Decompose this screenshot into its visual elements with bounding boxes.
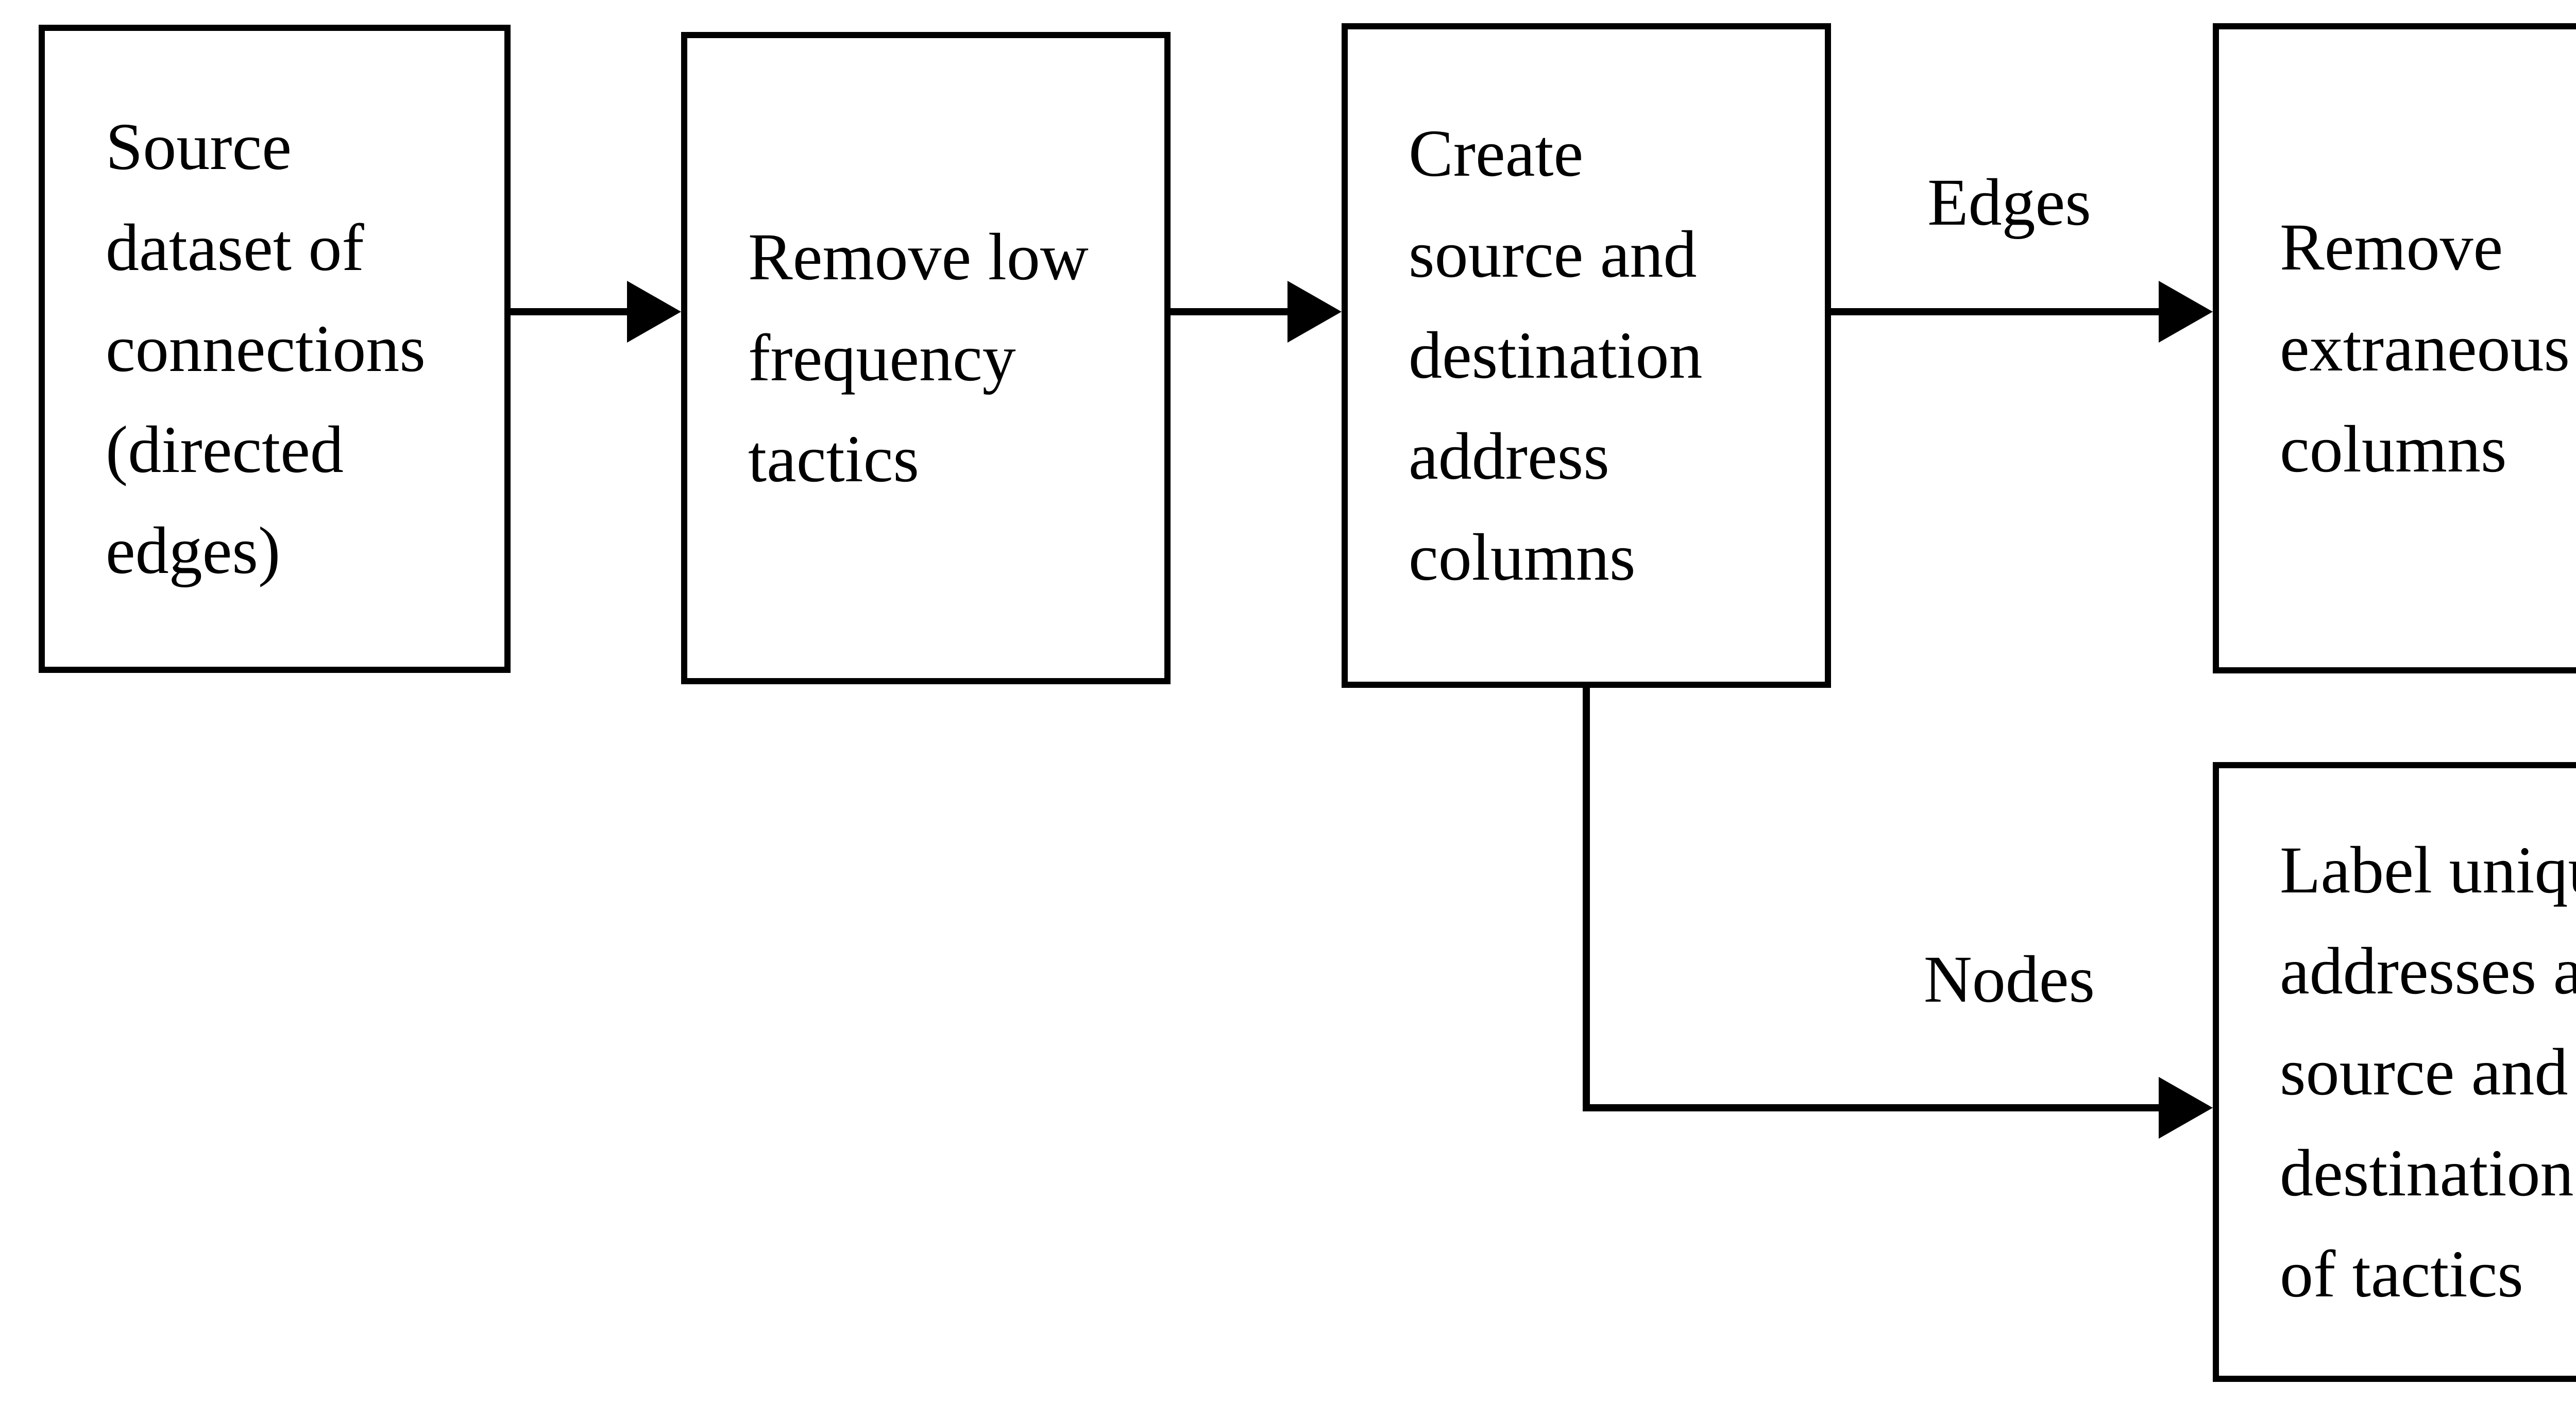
flow-box-source-dataset: Source dataset of connections (directed …	[39, 25, 511, 673]
flow-box-create-address-columns-text: Create source and destination address co…	[1409, 116, 1703, 595]
flow-box-source-dataset-text: Source dataset of connections (directed …	[106, 110, 426, 588]
flow-box-remove-extraneous-text: Remove extraneous columns	[2280, 210, 2570, 486]
connector-vertical-line	[1583, 688, 1590, 1111]
arrow-line-1	[511, 308, 637, 315]
edges-branch-label: Edges	[1927, 165, 2091, 240]
flow-box-create-address-columns: Create source and destination address co…	[1342, 23, 1831, 688]
arrow-right-icon-3	[2159, 281, 2213, 343]
flow-box-label-unique-addresses-text: Label unique addresses as source and des…	[2280, 833, 2576, 1311]
arrow-line-2	[1171, 308, 1298, 315]
arrow-right-icon-1	[627, 281, 681, 343]
nodes-branch-label: Nodes	[1923, 942, 2095, 1017]
arrow-right-icon-2	[1287, 281, 1342, 343]
flow-box-remove-low-frequency: Remove low frequency tactics	[681, 32, 1171, 684]
arrow-line-3	[1831, 308, 2169, 315]
arrow-right-icon-5	[2159, 1077, 2213, 1139]
flow-box-remove-extraneous: Remove extraneous columns	[2213, 23, 2576, 673]
arrow-line-5	[1583, 1104, 2164, 1111]
flow-box-label-unique-addresses: Label unique addresses as source and des…	[2213, 762, 2576, 1382]
flow-box-remove-low-frequency-text: Remove low frequency tactics	[748, 220, 1089, 496]
